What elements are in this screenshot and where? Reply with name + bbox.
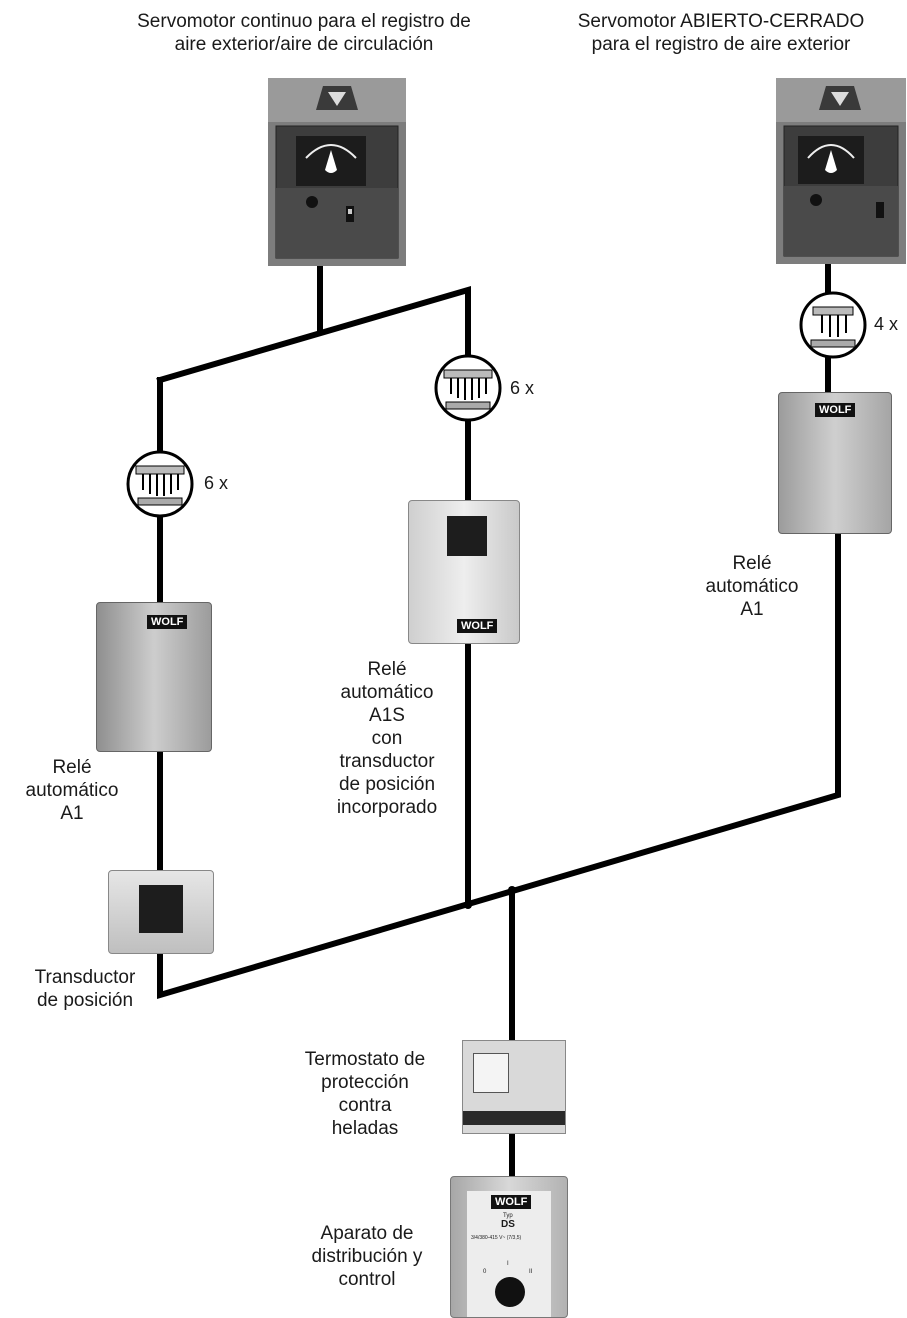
connector-count-center: 6 x: [510, 378, 534, 399]
switch-pos-1: I: [507, 1261, 509, 1267]
dial-display: [447, 516, 487, 556]
ds-spec-label: 3/4/380-415 V~ (7/3,5): [471, 1235, 521, 1241]
rotary-switch[interactable]: [495, 1277, 525, 1307]
relay-right-image: WOLF: [778, 392, 892, 534]
thermostat-window: [473, 1053, 509, 1093]
relay-left-image: WOLF: [96, 602, 212, 752]
dial-display: [139, 885, 183, 933]
wolf-logo: WOLF: [147, 615, 187, 629]
servomotor-continuous-image: [268, 78, 406, 266]
label-position-transducer: Transductor de posición: [18, 966, 152, 1012]
ds-model-label: DS: [501, 1219, 515, 1230]
frost-thermostat-image: [462, 1040, 566, 1134]
servomotor-open-close-image: [776, 78, 906, 264]
connector-icon-center: [436, 356, 500, 420]
label-servomotor-open-close: Servomotor ABIERTO-CERRADO para el regis…: [536, 10, 906, 56]
label-relay-right: Relé automático A1: [692, 552, 812, 621]
connector-icon-right: [801, 293, 865, 357]
control-unit-image: WOLF Typ DS 3/4/380-415 V~ (7/3,5) 0 I I…: [450, 1176, 568, 1318]
wolf-logo: WOLF: [457, 619, 497, 633]
control-panel: WOLF Typ DS 3/4/380-415 V~ (7/3,5) 0 I I…: [467, 1191, 551, 1317]
label-frost-thermostat: Termostato de protección contra heladas: [290, 1048, 440, 1140]
connector-count-right: 4 x: [874, 314, 898, 335]
wolf-logo: WOLF: [491, 1195, 531, 1209]
label-control-unit: Aparato de distribución y control: [292, 1222, 442, 1291]
label-servomotor-continuous: Servomotor continuo para el registro de …: [84, 10, 524, 56]
connector-icon-left: [128, 452, 192, 516]
thermostat-strip: [463, 1111, 565, 1125]
position-transducer-image: [108, 870, 214, 954]
switch-pos-2: II: [529, 1269, 532, 1275]
label-relay-center: Relé automático A1S con transductor de p…: [312, 658, 462, 819]
wolf-logo: WOLF: [815, 403, 855, 417]
switch-pos-0: 0: [483, 1269, 486, 1275]
relay-center-image: WOLF: [408, 500, 520, 644]
connector-count-left: 6 x: [204, 473, 228, 494]
label-relay-left: Relé automático A1: [12, 756, 132, 825]
